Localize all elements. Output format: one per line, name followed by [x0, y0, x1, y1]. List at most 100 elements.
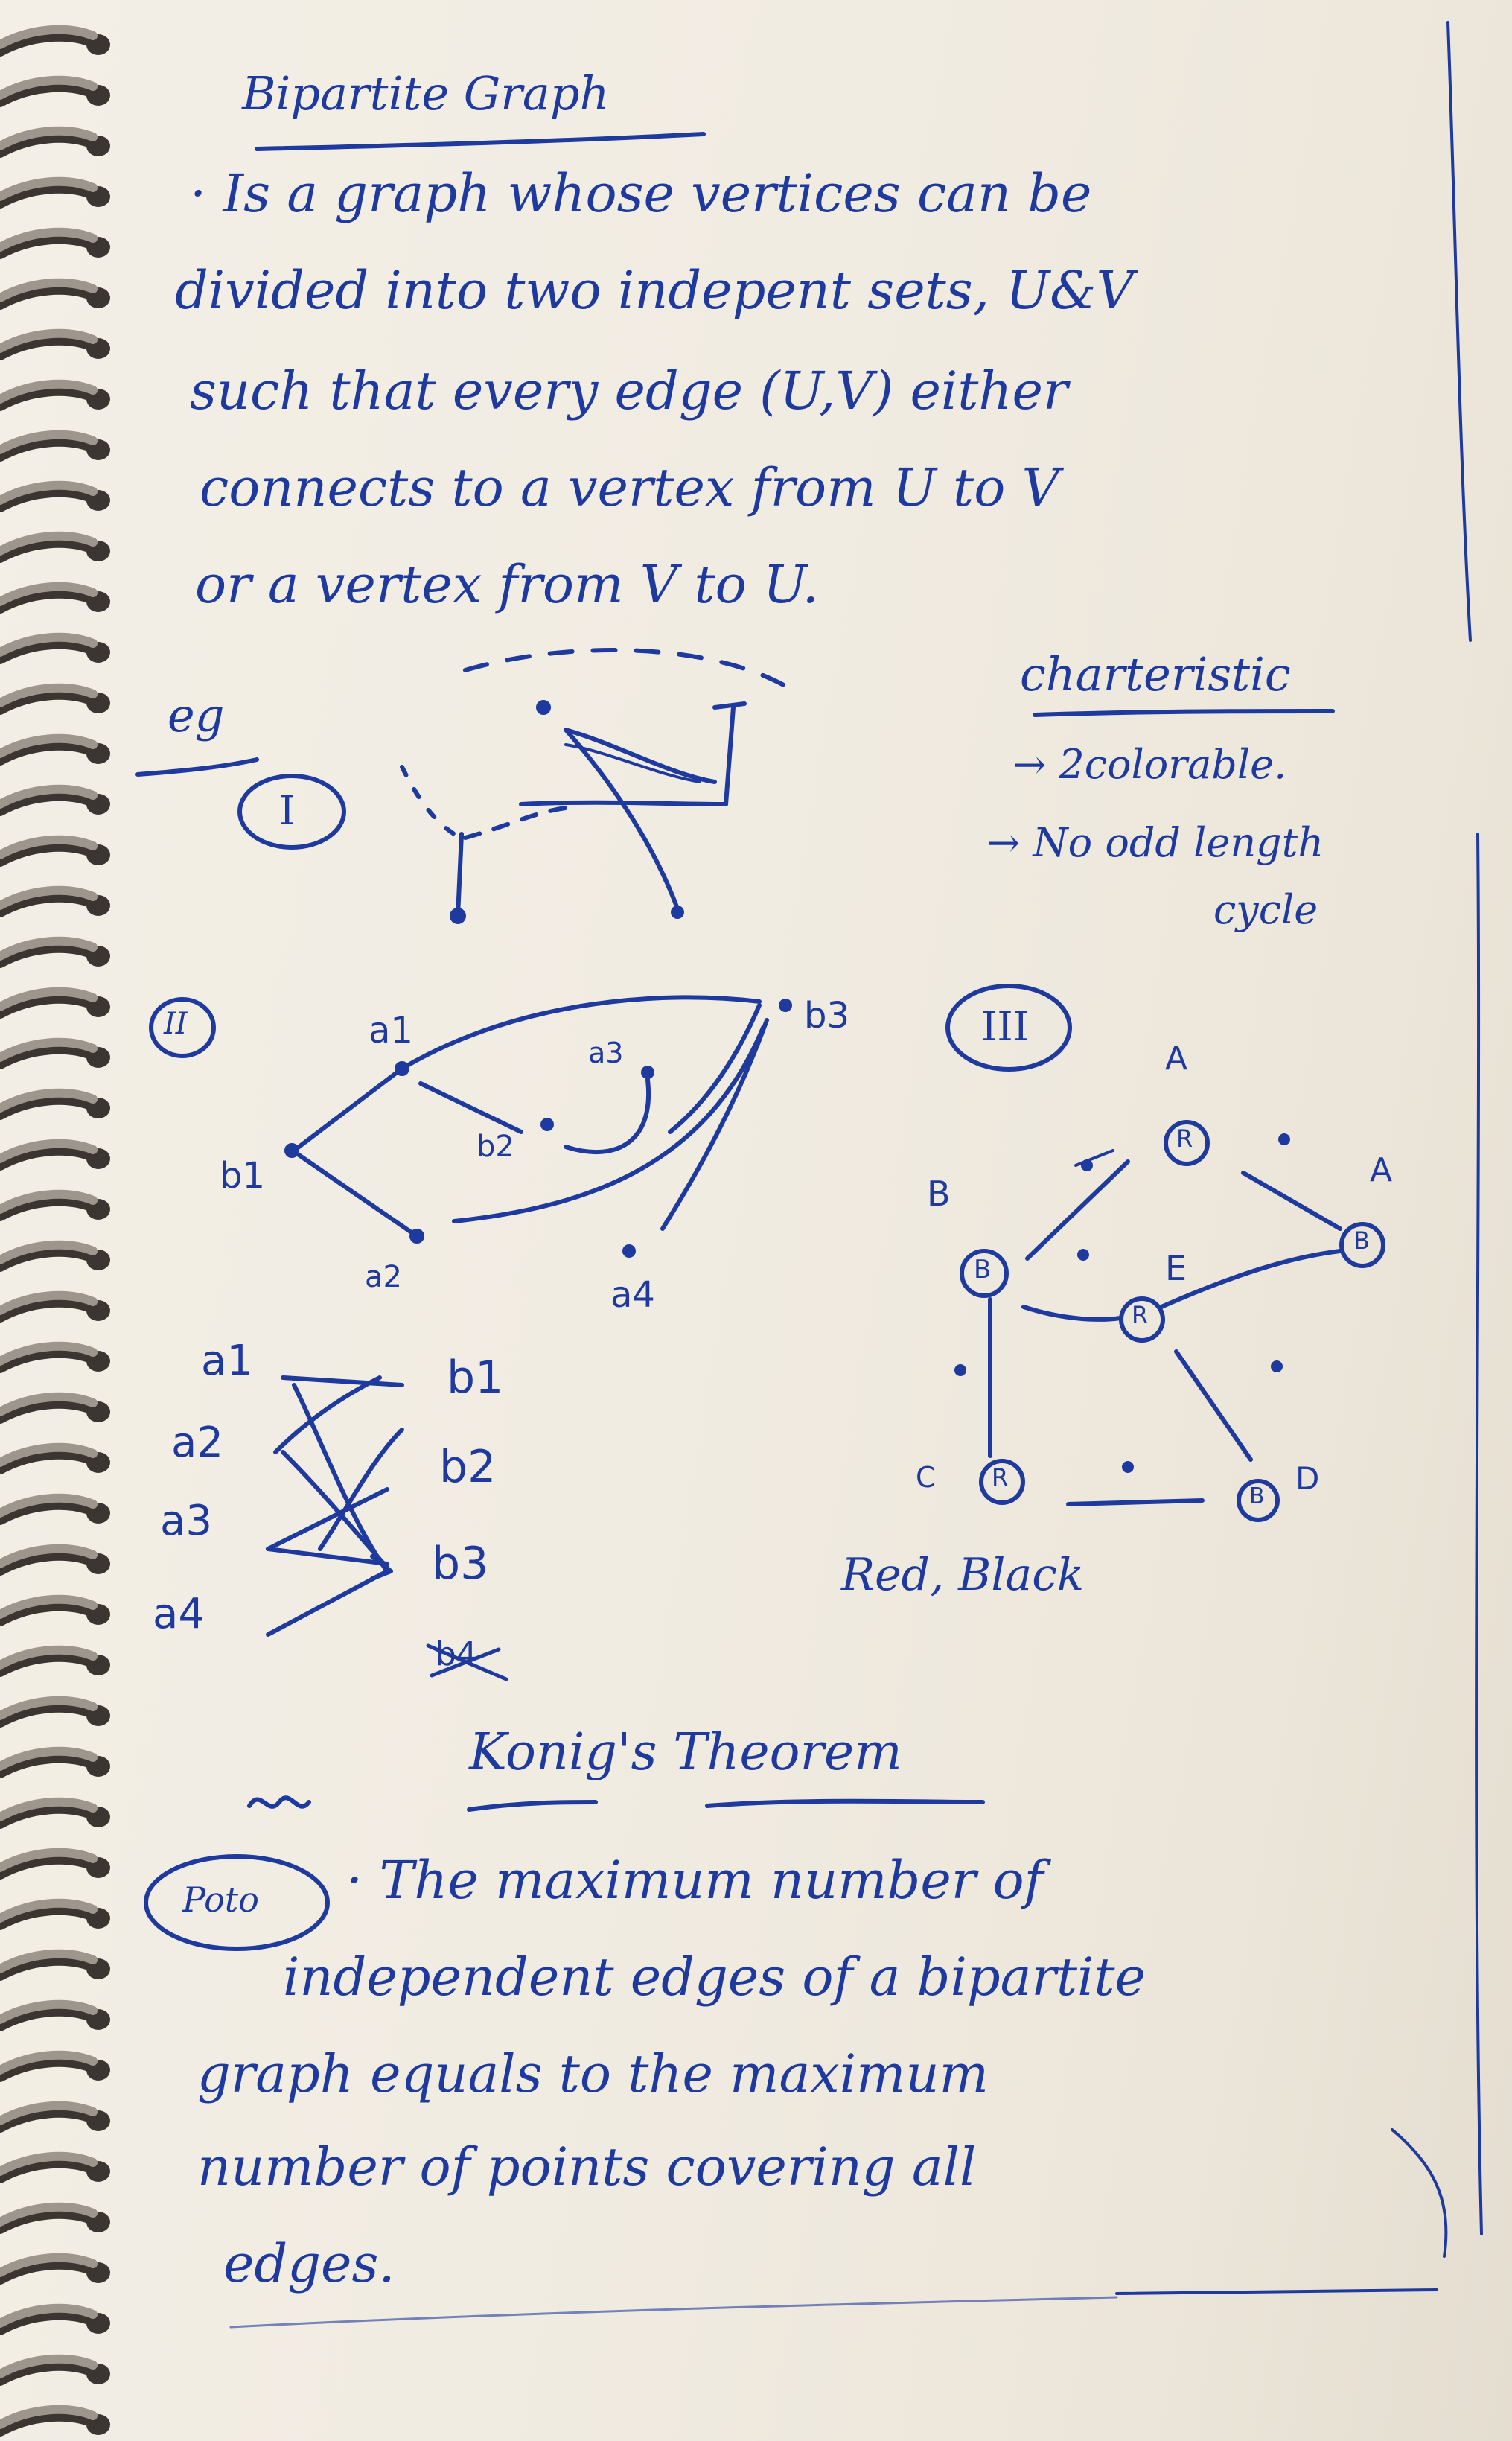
page-title: Bipartite Graph — [242, 66, 610, 121]
definition-line-5: or a vertex from V to U. — [195, 554, 819, 615]
title-underline — [255, 132, 706, 151]
spiral-ring — [0, 1442, 110, 1474]
definition-line-1: · Is a graph whose vertices can be — [190, 163, 1092, 224]
spiral-ring — [0, 936, 110, 968]
example-3-circle — [945, 984, 1072, 1072]
spiral-ring — [0, 379, 110, 411]
graph3-node-letter: B — [1249, 1483, 1265, 1509]
spiral-ring — [0, 987, 110, 1019]
spiral-ring — [0, 582, 110, 614]
spiral-ring — [0, 885, 110, 917]
spiral-ring — [0, 1848, 110, 1880]
spiral-ring — [0, 1493, 110, 1525]
spiral-binding — [0, 25, 110, 2437]
spiral-ring — [0, 126, 110, 158]
spiral-ring — [0, 683, 110, 715]
theorem-badge: Poto — [182, 1880, 259, 1920]
characteristic-item-1: → 2colorable. — [1012, 741, 1287, 788]
spiral-ring — [0, 2354, 110, 2386]
theorem-line-5: edges. — [223, 2233, 395, 2294]
spiral-ring — [0, 1037, 110, 1069]
spiral-ring — [0, 227, 110, 259]
spiral-ring — [0, 1088, 110, 1120]
spiral-ring — [0, 1139, 110, 1171]
eg-underline — [135, 757, 259, 777]
spiral-ring — [0, 1999, 110, 2031]
margin-line — [1446, 21, 1483, 2235]
graph3-node-letter: B — [974, 1255, 992, 1285]
page-bottom-line — [229, 2296, 1118, 2329]
graph3-caption: Red, Black — [841, 1549, 1085, 1601]
spiral-ring — [0, 835, 110, 867]
spiral-ring — [0, 430, 110, 462]
spiral-ring — [0, 1240, 110, 1272]
matching-diagram — [266, 1375, 508, 1681]
graph-two — [284, 995, 792, 1258]
spiral-ring — [0, 1746, 110, 1778]
theorem-line-1: · The maximum number of — [346, 1850, 1044, 1911]
graph3-side-letter: D — [1295, 1460, 1320, 1497]
spiral-ring — [0, 733, 110, 766]
graph2-label-b3: b3 — [804, 995, 850, 1037]
graph3-side-letter: E — [1165, 1248, 1187, 1288]
spiral-ring — [0, 2101, 110, 2133]
graph3-node — [1164, 1120, 1210, 1166]
spiral-ring — [0, 278, 110, 310]
poto-circle — [144, 1854, 330, 1951]
graph3-side-letter: A — [1370, 1151, 1393, 1189]
spiral-ring — [0, 1290, 110, 1323]
spiral-ring — [0, 1645, 110, 1677]
graph2-label-b1: b1 — [220, 1155, 266, 1197]
graph2-label-b2: b2 — [476, 1130, 514, 1164]
characteristic-item-3: cycle — [1213, 886, 1318, 933]
matching-left-a3: a3 — [160, 1497, 212, 1545]
spiral-ring — [0, 1696, 110, 1728]
spiral-ring — [0, 2303, 110, 2335]
graph-one — [400, 648, 799, 924]
graph2-label-a1: a1 — [369, 1010, 413, 1051]
spiral-ring — [0, 632, 110, 664]
example-2-label: II — [164, 1007, 188, 1041]
matching-left-a2: a2 — [171, 1419, 223, 1467]
eg-label: eg — [168, 688, 225, 742]
spiral-ring — [0, 75, 110, 107]
spiral-ring — [0, 1189, 110, 1221]
matching-right-b1: b1 — [447, 1352, 504, 1404]
spiral-ring — [0, 531, 110, 563]
definition-line-4: connects to a vertex from U to V — [200, 457, 1060, 518]
graph3-node-letter: R — [992, 1463, 1009, 1492]
graph3-side-letter: C — [916, 1461, 936, 1494]
matching-left-a4: a4 — [153, 1590, 205, 1638]
theorem-line-2: independent edges of a bipartite — [283, 1947, 1146, 2008]
spiral-ring — [0, 2253, 110, 2285]
spiral-ring — [0, 1898, 110, 1930]
graph2-label-a3: a3 — [588, 1037, 624, 1069]
characteristic-item-2: → No odd length — [986, 819, 1324, 866]
page-bottom-curve — [1115, 2128, 1448, 2295]
spiral-ring — [0, 2151, 110, 2183]
matching-struck-b4: b4 — [436, 1635, 477, 1673]
graph3-node-letter: B — [1353, 1226, 1370, 1255]
matching-right-b2: b2 — [439, 1441, 497, 1493]
graph3-node-letter: R — [1132, 1301, 1149, 1329]
graph-three — [954, 1120, 1385, 1522]
example-2-circle — [149, 997, 216, 1058]
spiral-ring — [0, 1949, 110, 1981]
spiral-ring — [0, 1797, 110, 1829]
example-1-label: I — [279, 787, 296, 834]
spiral-ring — [0, 176, 110, 209]
spiral-ring — [0, 25, 110, 57]
matching-left-a1: a1 — [201, 1337, 253, 1385]
graph2-label-a4: a4 — [610, 1274, 655, 1316]
theorem-line-3: graph equals to the maximum — [197, 2043, 989, 2104]
definition-line-2: divided into two indepent sets, U&V — [175, 260, 1135, 321]
spiral-ring — [0, 1392, 110, 1424]
example-3-label: III — [981, 1003, 1029, 1050]
spiral-ring — [0, 2050, 110, 2082]
definition-line-3: such that every edge (U,V) either — [190, 360, 1068, 421]
spiral-ring — [0, 1341, 110, 1373]
konig-underline-2 — [705, 1798, 985, 1808]
graph2-label-a2: a2 — [365, 1260, 402, 1294]
